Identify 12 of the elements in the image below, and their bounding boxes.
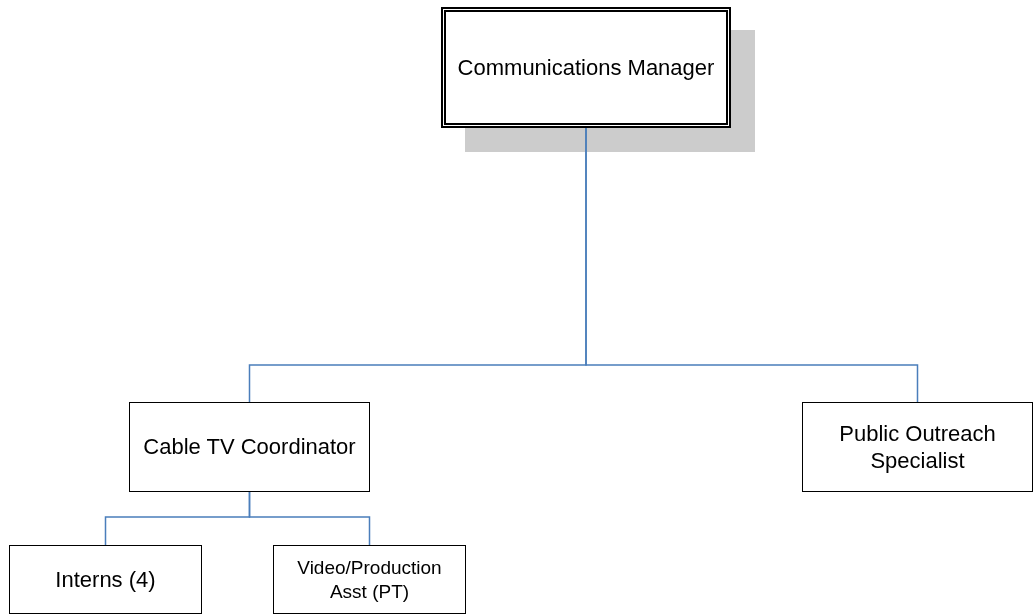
org-box [129, 402, 370, 492]
org-box [9, 545, 202, 614]
org-box [441, 7, 731, 128]
role-title: Video/Production Asst (PT) [296, 555, 443, 604]
org-box [273, 545, 466, 614]
role-title: Cable TV Coordinator [143, 433, 356, 461]
role-title: Interns (4) [55, 565, 156, 594]
role-title: Communications Manager [457, 53, 715, 82]
connector-line [248, 491, 371, 546]
role-title: Public Outreach Specialist [838, 419, 997, 475]
org-box [802, 402, 1033, 492]
connector-line [585, 127, 919, 403]
